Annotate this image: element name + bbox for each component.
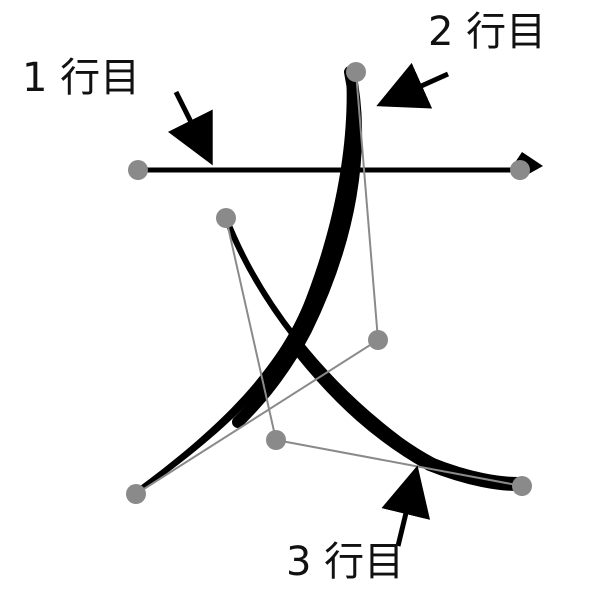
- control-point: [128, 160, 148, 180]
- label-line-3: 3 行目: [286, 539, 405, 585]
- control-point: [346, 62, 366, 82]
- control-point: [512, 476, 532, 496]
- label-line-1: 1 行目: [22, 55, 141, 101]
- control-point: [266, 430, 286, 450]
- arrow-line1: [167, 90, 213, 166]
- stroke-3-thick: [293, 343, 525, 491]
- arrow-line2: [376, 62, 450, 109]
- arrows: [167, 62, 450, 547]
- arrow-line3: [381, 465, 431, 547]
- control-point: [126, 484, 146, 504]
- stroke-3: [223, 215, 525, 491]
- control-point: [368, 330, 388, 350]
- control-point: [510, 160, 530, 180]
- control-points: [126, 62, 532, 504]
- stroke-2: [136, 66, 363, 494]
- control-point: [216, 208, 236, 228]
- stroke-2-thick: [232, 66, 363, 428]
- label-line-2: 2 行目: [428, 9, 547, 55]
